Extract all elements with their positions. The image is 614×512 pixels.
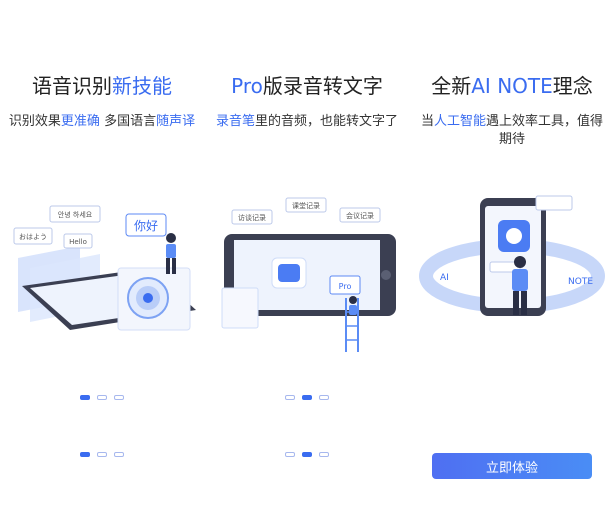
title-highlight: 新技能 [112,74,172,98]
bubble-english: Hello [63,233,93,249]
ring-label-ai: AI [440,273,449,283]
onboarding-panel-ainote: 全新AI NOTE理念 当人工智能遇上效率工具，值得期待 AI NOTE 立即体… [410,0,614,512]
title-text: 语音识别 [32,74,112,98]
page-dot[interactable] [114,452,124,457]
onboarding-panel-speech: 语音识别新技能 识别效果更准确 多国语言随声译 おはよう 안녕 하세요 Hell… [0,0,204,512]
page-dot[interactable] [285,395,295,400]
subtitle-segment: 遇上效率工具，值得期待 [486,114,604,147]
page-dot[interactable] [319,395,329,400]
svg-text:おはよう: おはよう [19,233,47,241]
panel-subtitle: 录音笔里的音频，也能转文字了 [204,113,410,131]
page-dot[interactable] [97,452,107,457]
page-dot[interactable] [302,452,312,457]
page-dot[interactable] [80,395,90,400]
subtitle-highlight: 更准确 [60,114,100,129]
panel-subtitle: 当人工智能遇上效率工具，值得期待 [410,113,614,149]
subtitle-segment: 当 [420,114,434,129]
pagination-bottom [204,452,410,457]
page-dot[interactable] [80,452,90,457]
svg-text:课堂记录: 课堂记录 [292,201,320,210]
panel-subtitle: 识别效果更准确 多国语言随声译 [0,113,204,131]
start-now-button[interactable]: 立即体验 [432,453,592,479]
subtitle-segment: 识别效果 [8,114,61,129]
svg-text:你好: 你好 [134,219,158,233]
svg-text:访谈记录: 访谈记录 [238,213,266,222]
title-highlight: Pro [231,74,263,98]
subtitle-segment: 多国语言 [99,114,157,129]
subtitle-highlight: 录音笔 [215,114,255,129]
title-highlight: AI NOTE [471,74,553,98]
subtitle-highlight: 随声译 [156,114,196,129]
svg-text:안녕 하세요: 안녕 하세요 [58,210,93,219]
title-text: 理念 [552,74,593,98]
svg-text:Hello: Hello [69,238,87,246]
bubble-chinese: 你好 [125,213,167,237]
speech-recognition-illustration: おはよう 안녕 하세요 Hello 你好 [13,205,196,331]
tag-meeting: 会议记录 [339,207,381,223]
subtitle-segment: 里的音频，也能转文字了 [255,114,399,129]
pagination-top [204,395,410,400]
pagination-top [410,395,614,400]
page-dot[interactable] [114,395,124,400]
page-dot[interactable] [285,452,295,457]
ai-note-illustration: AI NOTE [419,195,605,316]
title-text: 全新 [431,74,472,98]
pagination-top [0,395,204,400]
tag-classroom: 课堂记录 [285,197,327,213]
page-dot[interactable] [302,395,312,400]
svg-text:会议记录: 会议记录 [346,211,374,220]
bubble-japanese: おはよう [13,227,53,245]
panel-title: 全新AI NOTE理念 [410,72,614,100]
subtitle-highlight: 人工智能 [433,114,486,129]
onboarding-panel-pro: Pro版录音转文字 录音笔里的音频，也能转文字了 Pro 访谈记录 课堂记录 会… [204,0,410,512]
page-dot[interactable] [319,452,329,457]
panel-title: Pro版录音转文字 [204,72,410,100]
pagination-bottom [0,452,204,457]
title-text: 版录音转文字 [262,74,383,98]
panel-title: 语音识别新技能 [0,72,204,100]
ring-label-note: NOTE [568,277,593,287]
pro-badge: Pro [339,282,352,291]
page-dot[interactable] [97,395,107,400]
bubble-korean: 안녕 하세요 [49,205,101,223]
pro-recording-illustration: Pro 访谈记录 课堂记录 会议记录 [221,197,396,352]
tag-interview: 访谈记录 [231,209,273,225]
